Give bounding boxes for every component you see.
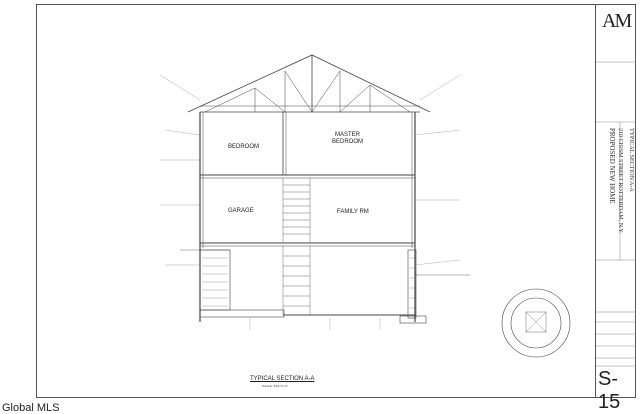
- section-title: TYPICAL SECTION A-A: [250, 376, 315, 382]
- project-name: PROPOSED NEW HOME: [608, 128, 616, 204]
- professional-seal: [501, 288, 571, 358]
- room-label-family-rm: FAMILY RM: [337, 209, 369, 215]
- mls-watermark: Global MLS: [2, 402, 60, 414]
- project-address: 210 CHISM STREET ROTTERDAM, N.Y.: [617, 128, 623, 234]
- firm-logo-mark: AM: [602, 10, 632, 32]
- left-foundation-wall: [199, 249, 231, 311]
- roof-truss: [204, 70, 411, 113]
- note-leaders: [159, 74, 461, 330]
- roof-outline: [187, 54, 431, 113]
- drawing-sheet: [36, 4, 636, 398]
- room-label-master-bedroom: MASTER BEDROOM: [332, 132, 364, 145]
- sheet-number: S-15: [598, 368, 621, 413]
- section-scale: SCALE: 3/16"=1'-0": [262, 384, 289, 388]
- footing-left: [199, 309, 285, 318]
- footing-right: [399, 315, 427, 324]
- sheet-title: TYPICAL SECTION A-A: [628, 128, 634, 192]
- room-label-bedroom: BEDROOM: [228, 144, 260, 150]
- right-foundation-wall: [407, 249, 417, 319]
- stair-section: [282, 178, 311, 315]
- foundation-hatch: [202, 257, 415, 309]
- title-block: [595, 4, 636, 398]
- firm-logo: AM: [598, 10, 634, 40]
- room-label-garage: GARAGE: [228, 208, 254, 214]
